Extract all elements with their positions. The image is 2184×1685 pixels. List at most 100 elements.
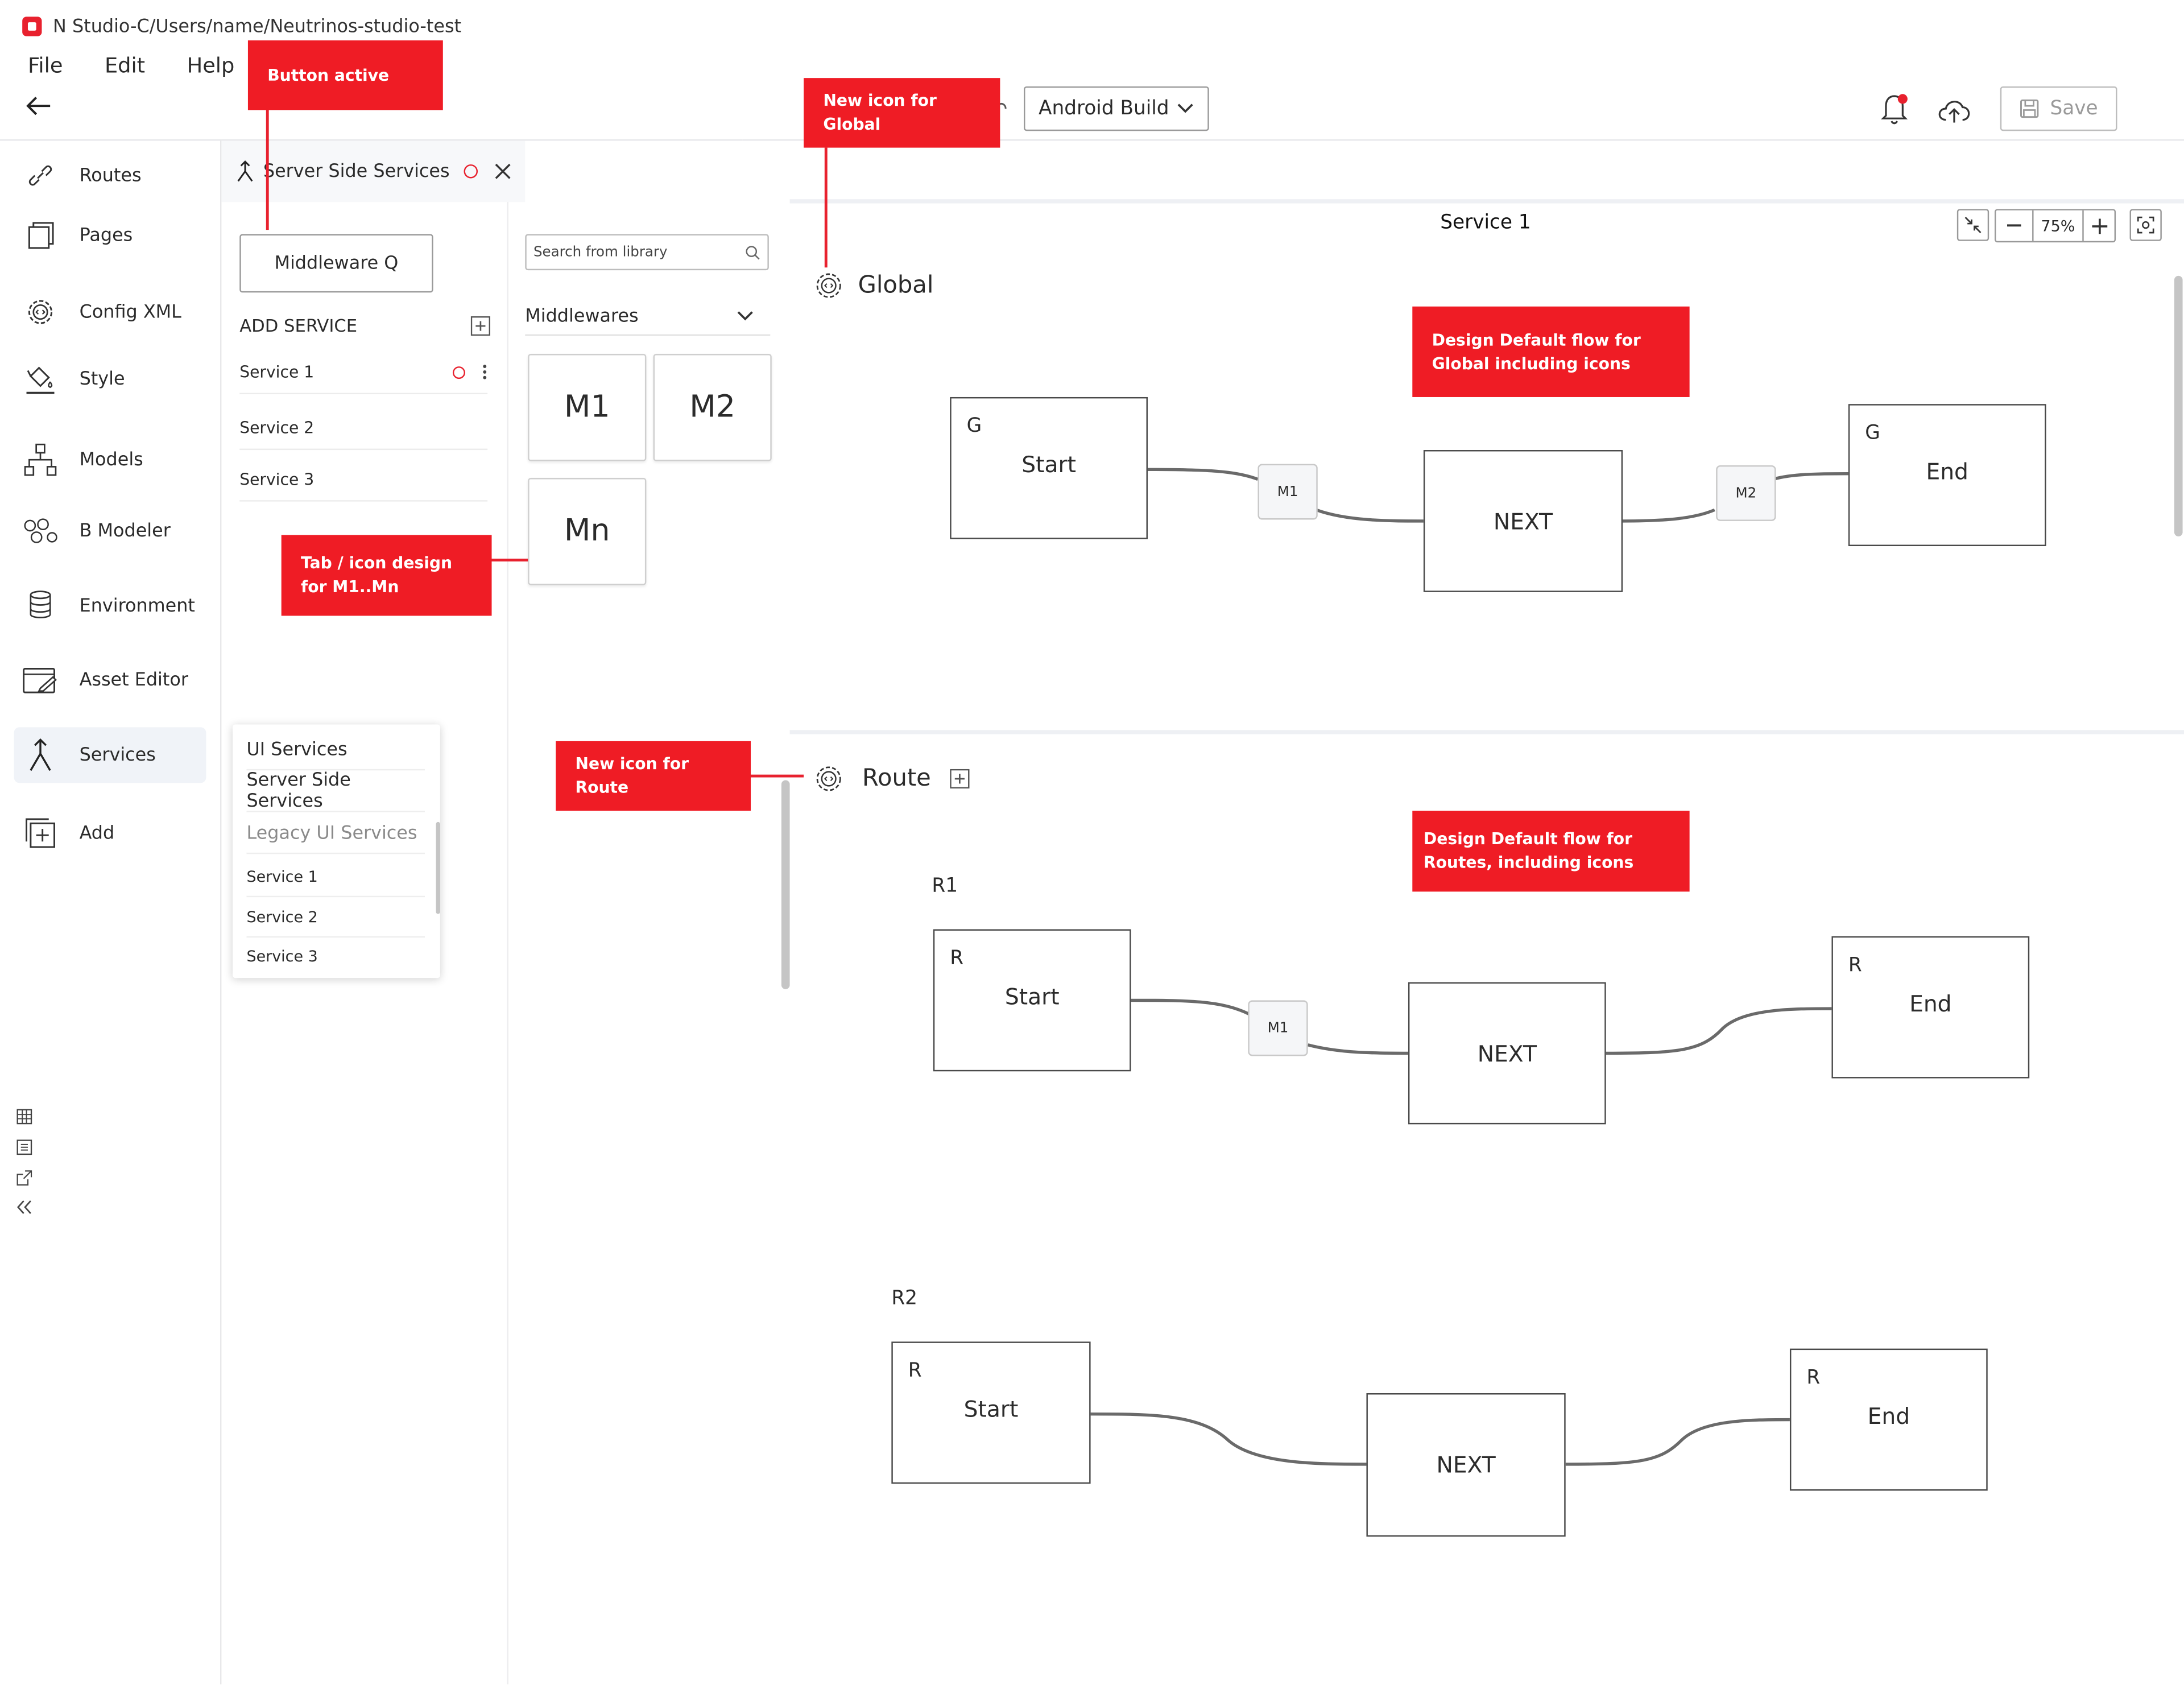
save-icon: [2020, 99, 2038, 118]
sidebar-item-routes[interactable]: Routes: [14, 148, 206, 204]
middleware-button[interactable]: Middleware Q: [239, 234, 433, 293]
list-icon[interactable]: [16, 1139, 32, 1155]
unsaved-indicator-icon: [464, 164, 478, 179]
sidebar-item-label: Routes: [79, 165, 142, 186]
zoom-in-icon[interactable]: [2082, 210, 2114, 241]
node-label: End: [1909, 990, 1952, 1017]
sidebar-item-label: Style: [79, 368, 125, 390]
node-letter: R: [950, 947, 964, 970]
node-label: Start: [1004, 983, 1060, 1010]
sidebar-item-config-xml[interactable]: Config XML: [14, 284, 206, 340]
dropdown-item-server-side-services[interactable]: Server Side Services: [246, 770, 425, 812]
section-divider: [789, 730, 2184, 734]
middleware-chip[interactable]: M1: [1248, 1000, 1308, 1056]
cloud-upload-icon[interactable]: [1936, 95, 1972, 126]
service-row[interactable]: Service 3: [239, 459, 488, 502]
sidebar-item-models[interactable]: Models: [14, 432, 206, 488]
node-letter: R: [908, 1360, 922, 1382]
service-row[interactable]: Service 2: [239, 407, 488, 451]
annotation-new-icon-global: New icon for Global: [804, 78, 1000, 148]
global-next-node[interactable]: NEXT: [1423, 450, 1623, 592]
tab-label: Server Side Services: [263, 160, 450, 182]
build-target-select[interactable]: Android Build: [1024, 86, 1209, 131]
merge-arrow-icon: [22, 737, 59, 774]
dropdown-service-item[interactable]: Service 3: [246, 947, 318, 965]
middlewares-category[interactable]: Middlewares: [525, 298, 771, 336]
middleware-tile-m2[interactable]: M2: [653, 354, 772, 461]
sidebar-item-label: Add: [79, 823, 115, 844]
r2-next-node[interactable]: NEXT: [1366, 1393, 1566, 1537]
category-label: Middlewares: [525, 305, 639, 327]
save-button[interactable]: Save: [2000, 86, 2117, 131]
node-label: NEXT: [1493, 507, 1553, 535]
zoom-level: 75%: [2041, 216, 2075, 235]
dropdown-item-legacy-ui-services[interactable]: Legacy UI Services: [246, 813, 425, 854]
sidebar-item-environment[interactable]: Environment: [14, 578, 206, 634]
dropdown-service-item[interactable]: Service 2: [246, 897, 425, 938]
gear-code-icon: [22, 294, 59, 331]
more-vertical-icon[interactable]: [482, 364, 487, 380]
r1-start-node[interactable]: R Start: [933, 929, 1131, 1072]
notification-bell-icon[interactable]: [1880, 92, 1911, 126]
window-title: N Studio-C/Users/name/Neutrinos-studio-t…: [53, 16, 462, 37]
sidebar-item-pages[interactable]: Pages: [14, 208, 206, 263]
menu-file[interactable]: File: [27, 53, 63, 79]
r1-next-node[interactable]: NEXT: [1408, 982, 1606, 1125]
sidebar-item-add[interactable]: Add: [14, 806, 206, 861]
node-label: NEXT: [1436, 1451, 1496, 1478]
library-search-input[interactable]: Search from library: [525, 234, 769, 271]
dropdown-item-ui-services[interactable]: UI Services: [246, 730, 425, 771]
panel-scrollbar[interactable]: [781, 780, 790, 989]
service-panel: [221, 141, 508, 1684]
route-gear-icon[interactable]: [813, 763, 844, 794]
route-section-header: Route: [813, 763, 970, 794]
sidebar-item-asset-editor[interactable]: Asset Editor: [14, 652, 206, 708]
middleware-tile-mn[interactable]: Mn: [528, 478, 647, 585]
add-route-icon[interactable]: [950, 769, 970, 789]
menu-edit[interactable]: Edit: [104, 53, 146, 79]
menu-bar: File Edit Help: [28, 53, 276, 78]
global-end-node[interactable]: G End: [1848, 404, 2046, 547]
add-service-icon[interactable]: [470, 315, 491, 335]
sidebar-item-label: Services: [79, 744, 156, 766]
sidebar-item-style[interactable]: Style: [14, 351, 206, 407]
collapse-icon[interactable]: [16, 1200, 32, 1215]
screenshot-icon[interactable]: [2129, 209, 2162, 241]
service-row[interactable]: Service 1: [239, 351, 488, 395]
sidebar-item-label: Models: [79, 449, 143, 470]
build-target-label: Android Build: [1039, 97, 1169, 120]
sidebar-item-services[interactable]: Services: [14, 727, 206, 783]
node-label: End: [1926, 458, 1968, 485]
dropdown-scrollbar[interactable]: [436, 821, 440, 914]
close-icon[interactable]: [494, 163, 511, 180]
r1-end-node[interactable]: R End: [1831, 936, 2030, 1079]
dropdown-service-item[interactable]: Service 1: [246, 857, 425, 898]
tab-server-side-services[interactable]: Server Side Services: [221, 141, 526, 203]
route-r1-label: R1: [932, 874, 958, 898]
header-divider-right: [742, 139, 2184, 141]
canvas-scrollbar[interactable]: [2174, 275, 2183, 536]
r2-start-node[interactable]: R Start: [891, 1341, 1091, 1484]
back-arrow-icon[interactable]: [25, 95, 53, 124]
annotation-line: [824, 147, 828, 268]
fit-screen-icon[interactable]: [1956, 209, 1989, 241]
middleware-tile-m1[interactable]: M1: [528, 354, 647, 461]
global-start-node[interactable]: G Start: [950, 397, 1148, 539]
canvas-top-border: [789, 199, 2184, 204]
grid-icon[interactable]: [16, 1109, 32, 1125]
node-label: Start: [963, 1395, 1019, 1423]
annotation-new-icon-route: New icon for Route: [556, 741, 751, 811]
sidebar-item-b-modeler[interactable]: B Modeler: [14, 503, 206, 559]
r2-end-node[interactable]: R End: [1789, 1348, 1988, 1491]
external-link-icon[interactable]: [16, 1170, 32, 1186]
node-label: Start: [1021, 451, 1076, 478]
node-letter: G: [1865, 422, 1880, 445]
middleware-chip[interactable]: M1: [1258, 464, 1318, 520]
annotation-design-global: Design Default flow for Global including…: [1412, 306, 1690, 397]
middleware-chip[interactable]: M2: [1716, 465, 1776, 521]
menu-help[interactable]: Help: [187, 53, 235, 79]
zoom-out-icon[interactable]: [1996, 210, 2034, 241]
search-icon: [746, 245, 760, 259]
sidebar-item-label: B Modeler: [79, 520, 171, 542]
global-gear-icon[interactable]: [813, 270, 844, 301]
